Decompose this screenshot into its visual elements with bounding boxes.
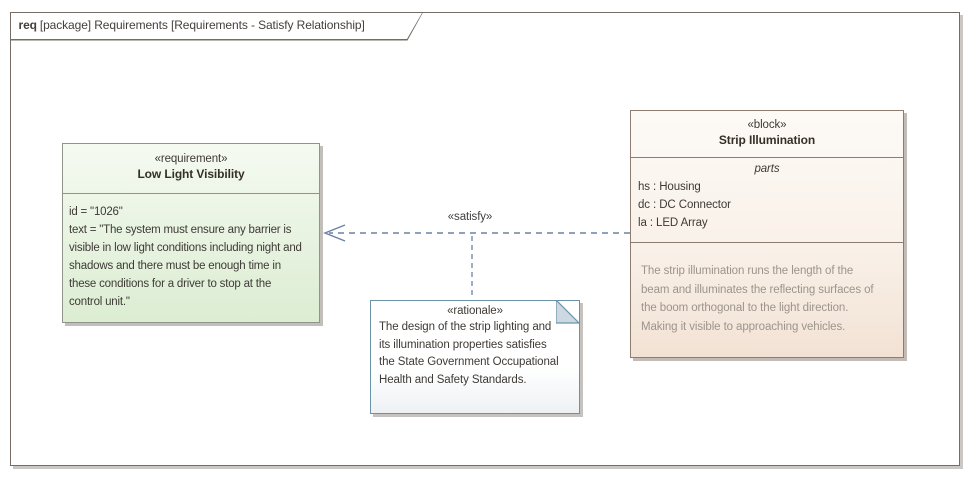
block-parts-compartment: parts hs : Housing dc : DC Connector la … <box>631 158 903 243</box>
block-header: «block» Strip Illumination <box>631 111 903 158</box>
requirement-name: Low Light Visibility <box>137 167 245 181</box>
frame-title: req[package] Requirements [Requirements … <box>19 12 365 39</box>
requirement-stereotype: «requirement» <box>154 153 228 165</box>
requirement-attributes: id = "1026" text = "The system must ensu… <box>63 194 319 311</box>
note-fold-icon <box>556 300 580 324</box>
requirement-element[interactable]: «requirement» Low Light Visibility id = … <box>62 143 320 323</box>
parts-compartment-label: parts <box>754 163 780 175</box>
block-description: The strip illumination runs the length o… <box>641 265 874 333</box>
block-element[interactable]: «block» Strip Illumination parts hs : Ho… <box>630 110 904 358</box>
frame-tab-surface <box>11 13 422 39</box>
requirement-id-attribute: id = "1026" <box>69 206 123 218</box>
requirement-header: «requirement» Low Light Visibility <box>63 144 319 194</box>
block-stereotype: «block» <box>747 119 787 131</box>
parts-list: hs : Housing dc : DC Connector la : LED … <box>631 175 903 232</box>
frame-keyword: req <box>18 17 37 32</box>
rationale-note[interactable]: «rationale» The design of the strip ligh… <box>370 300 580 414</box>
block-name: Strip Illumination <box>718 133 816 147</box>
note-stereotype: «rationale» <box>447 305 503 317</box>
frame-title-text: [package] Requirements [Requirements - S… <box>39 17 365 32</box>
part-item: dc : DC Connector <box>638 199 731 211</box>
part-item: hs : Housing <box>638 181 701 193</box>
note-text: The design of the strip lighting and its… <box>379 321 559 386</box>
requirement-text-attribute: text = "The system must ensure any barri… <box>69 224 302 308</box>
frame-tab[interactable]: req[package] Requirements [Requirements … <box>10 12 424 41</box>
satisfy-connector-label: «satisfy» <box>447 211 493 223</box>
part-item: la : LED Array <box>638 217 708 229</box>
